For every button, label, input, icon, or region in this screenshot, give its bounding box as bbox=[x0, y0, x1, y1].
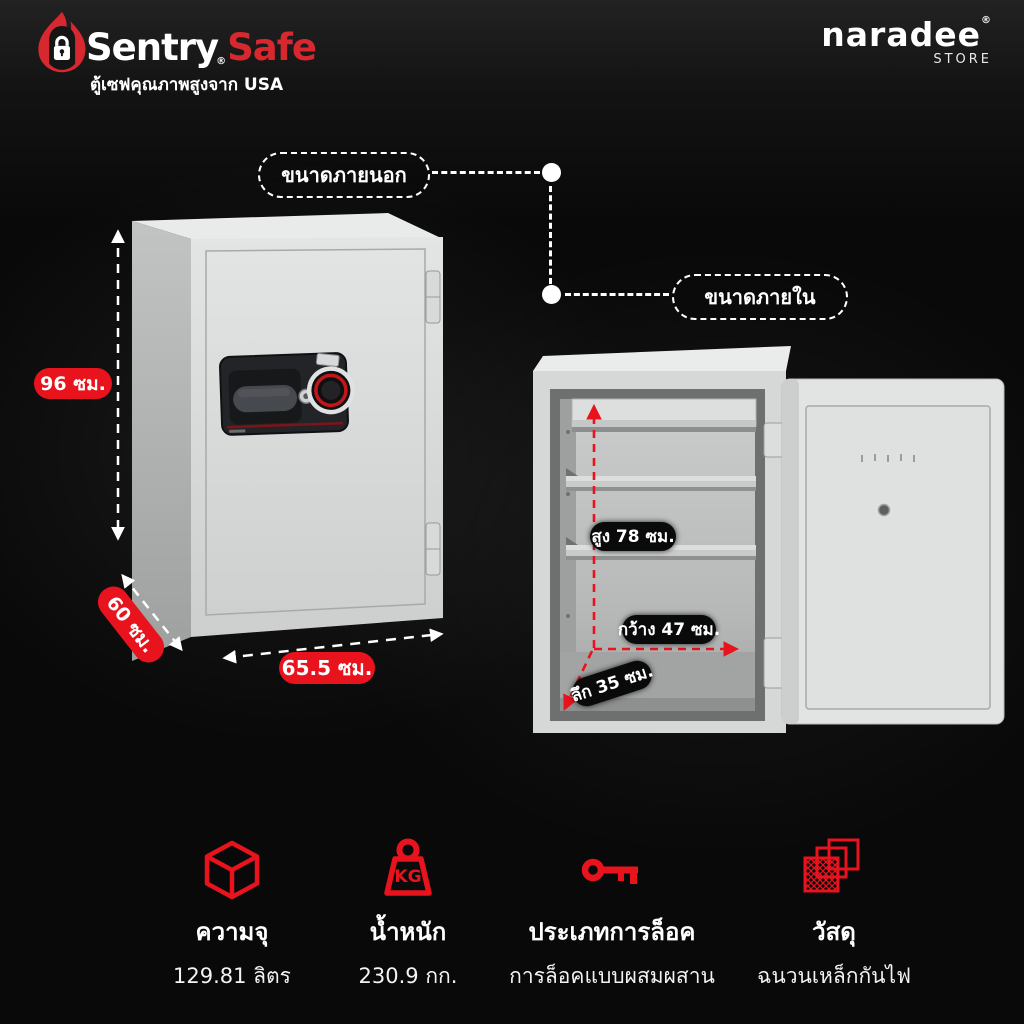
width-dimension-arrow bbox=[222, 628, 444, 664]
cube-icon bbox=[204, 840, 260, 900]
feature-material-value: ฉนวนเหล็กกันไฟ bbox=[757, 964, 911, 988]
internal-height-label: สูง 78 ซม. bbox=[590, 522, 676, 551]
internal-width-label: กว้าง 47 ซม. bbox=[618, 615, 720, 644]
weight-kg-icon: KG bbox=[384, 838, 432, 896]
external-height-label: 96 ซม. bbox=[34, 368, 112, 399]
hinge-top bbox=[425, 270, 441, 324]
callout-external-dimensions: ขนาดภายนอก bbox=[258, 152, 430, 198]
door-bolt-marks bbox=[861, 454, 915, 462]
brand-logo: Sentry®Safe ตู้เซฟคุณภาพสูงจาก USA bbox=[28, 8, 317, 95]
weight-icon-label: KG bbox=[394, 867, 421, 887]
store-logo: naradee® STORE bbox=[821, 15, 992, 68]
brand-wordmark: Sentry®Safe bbox=[86, 26, 317, 69]
brand-name-primary: Sentry bbox=[86, 26, 219, 69]
feature-lock-title: ประเภทการล็อค bbox=[528, 918, 696, 946]
connector-dot-top bbox=[542, 163, 561, 182]
feature-weight: KG น้ำหนัก 230.9 กก. bbox=[298, 838, 518, 993]
store-name: naradee® bbox=[821, 15, 992, 54]
feature-lock-value: การล็อคแบบผสมผสาน bbox=[509, 964, 715, 988]
connector-line-internal bbox=[565, 293, 669, 296]
key-icon bbox=[581, 858, 638, 884]
feature-weight-value: 230.9 กก. bbox=[358, 964, 458, 988]
store-subtitle: STORE bbox=[933, 52, 992, 67]
layers-icon bbox=[803, 838, 860, 893]
interior-shelf-1 bbox=[566, 468, 756, 491]
closed-safe bbox=[111, 213, 444, 664]
feature-weight-title: น้ำหนัก bbox=[369, 918, 447, 946]
store-registered-mark: ® bbox=[981, 15, 992, 26]
feature-capacity-title: ความจุ bbox=[195, 918, 269, 946]
combination-lock-panel bbox=[219, 352, 355, 436]
brand-tagline: ตู้เซฟคุณภาพสูงจาก USA bbox=[90, 75, 284, 95]
connector-line-external bbox=[432, 171, 540, 174]
feature-capacity-value: 129.81 ลิตร bbox=[173, 964, 291, 988]
interior-tray bbox=[571, 398, 757, 432]
callout-internal-dimensions: ขนาดภายใน bbox=[672, 274, 848, 320]
feature-capacity: ความจุ 129.81 ลิตร bbox=[122, 838, 342, 993]
safes-illustration bbox=[111, 213, 1005, 733]
registered-mark: ® bbox=[216, 56, 226, 67]
feature-material: วัสดุ ฉนวนเหล็กกันไฟ bbox=[729, 838, 939, 993]
external-width-label: 65.5 ซม. bbox=[279, 652, 375, 684]
brand-name-secondary: Safe bbox=[227, 26, 317, 69]
open-door bbox=[781, 378, 1005, 725]
flame-lock-icon bbox=[38, 11, 86, 73]
open-safe bbox=[533, 346, 1005, 733]
connector-line-vertical bbox=[549, 186, 552, 284]
hinge-bottom bbox=[425, 522, 441, 576]
door-lock-hole bbox=[877, 503, 891, 517]
connector-dot-bottom bbox=[542, 285, 561, 304]
feature-material-title: วัสดุ bbox=[812, 918, 856, 946]
feature-lock-type: ประเภทการล็อค การล็อคแบบผสมผสาน bbox=[492, 838, 732, 993]
